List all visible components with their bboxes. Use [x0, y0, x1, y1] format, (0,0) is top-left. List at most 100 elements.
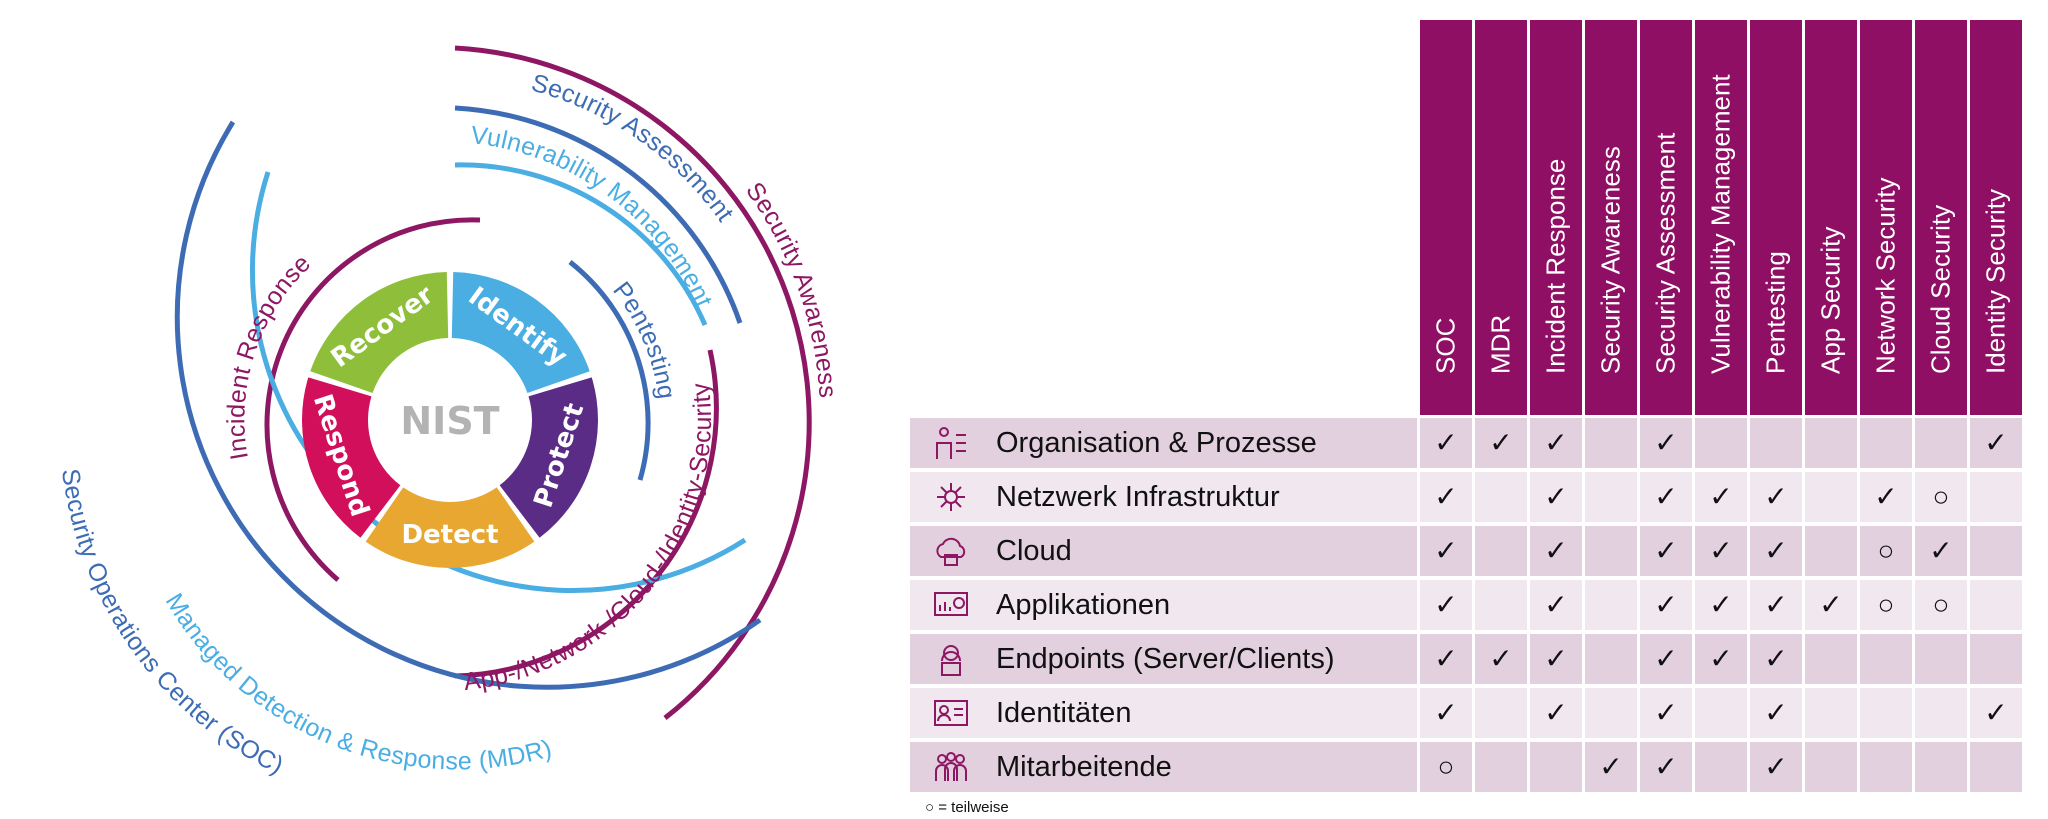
matrix-cell — [1695, 526, 1747, 576]
row-label: Netzwerk Infrastruktur — [996, 481, 1280, 513]
row-label: Identitäten — [996, 697, 1132, 729]
matrix-cell — [1695, 742, 1747, 792]
check-mark: ✓ — [1544, 643, 1568, 674]
matrix-cell — [1475, 526, 1527, 576]
check-mark: ✓ — [1544, 589, 1568, 620]
column-header-label: App Security — [1815, 226, 1846, 374]
partial-circle-mark: ○ — [1877, 589, 1895, 620]
matrix-cell — [1420, 742, 1472, 792]
matrix-cell — [1860, 634, 1912, 684]
column-header: SOC — [1420, 20, 1472, 415]
nist-segment-respond — [302, 377, 401, 538]
matrix-cell — [1530, 472, 1582, 522]
matrix-cell — [1860, 472, 1912, 522]
check-mark: ✓ — [1544, 427, 1568, 458]
matrix-legend: ○ = teilweise — [925, 799, 1009, 816]
column-header: Pentesting — [1750, 20, 1802, 415]
matrix-cell — [1640, 580, 1692, 630]
check-mark: ✓ — [1654, 589, 1678, 620]
column-header-label: MDR — [1485, 314, 1516, 374]
matrix-cell — [1475, 472, 1527, 522]
nist-segment-identify — [451, 272, 590, 393]
column-header: Security Awareness — [1585, 20, 1637, 415]
matrix-cell — [1750, 742, 1802, 792]
endpoint-user-icon — [941, 645, 961, 676]
matrix-cell — [1695, 580, 1747, 630]
row-label: Endpoints (Server/Clients) — [996, 643, 1335, 675]
matrix-cell — [1860, 580, 1912, 630]
check-mark: ✓ — [1709, 481, 1733, 512]
check-mark: ✓ — [1929, 535, 1953, 566]
column-header-label: Network Security — [1870, 177, 1901, 375]
matrix-cell — [1970, 634, 2022, 684]
row-label-cell — [910, 634, 1417, 684]
matrix-cell — [1695, 688, 1747, 738]
nist-segment-label-detect: Detect — [401, 520, 498, 550]
matrix-cell — [1750, 526, 1802, 576]
matrix-cell — [1970, 688, 2022, 738]
matrix-cell — [1530, 634, 1582, 684]
matrix-cell — [1420, 688, 1472, 738]
people-icon — [935, 752, 967, 781]
nist-segment-protect — [499, 377, 599, 538]
matrix-cell — [1915, 742, 1967, 792]
check-mark: ✓ — [1489, 643, 1513, 674]
matrix-cell — [1805, 418, 1857, 468]
matrix-cell — [1475, 418, 1527, 468]
matrix-cell — [1585, 526, 1637, 576]
column-header: Vulnerability Management — [1695, 20, 1747, 415]
matrix-cell — [1805, 526, 1857, 576]
matrix-cell — [1915, 688, 1967, 738]
row-label-cell — [910, 688, 1417, 738]
check-mark: ✓ — [1764, 697, 1788, 728]
partial-circle-mark: ○ — [1437, 751, 1455, 782]
column-header-label: Security Awareness — [1595, 146, 1626, 374]
matrix-cell — [1805, 742, 1857, 792]
matrix-cell — [1970, 742, 2022, 792]
column-header-label: Identity Security — [1980, 189, 2011, 374]
check-mark: ✓ — [1874, 481, 1898, 512]
matrix-cell — [1530, 418, 1582, 468]
partial-circle-mark: ○ — [1932, 481, 1950, 512]
nist-segment-detect — [365, 487, 535, 569]
matrix-cell — [1530, 688, 1582, 738]
matrix-cell — [1475, 688, 1527, 738]
cloud-icon — [936, 537, 966, 566]
check-mark: ✓ — [1764, 751, 1788, 782]
matrix-cell — [1640, 742, 1692, 792]
check-mark: ✓ — [1984, 427, 2008, 458]
matrix-cell — [1585, 580, 1637, 630]
table-row: ✓✓✓✓✓✓○Netzwerk Infrastruktur — [910, 472, 2022, 522]
row-label: Cloud — [996, 535, 1072, 567]
row-label-cell — [910, 472, 1417, 522]
matrix-cell — [1750, 634, 1802, 684]
check-mark: ✓ — [1709, 589, 1733, 620]
check-mark: ✓ — [1654, 643, 1678, 674]
table-row: ○✓✓✓Mitarbeitende — [910, 742, 2022, 792]
matrix-cell — [1805, 634, 1857, 684]
matrix-cell — [1420, 418, 1472, 468]
check-mark: ✓ — [1434, 697, 1458, 728]
check-mark: ✓ — [1709, 535, 1733, 566]
matrix-cell — [1750, 472, 1802, 522]
id-card-icon — [934, 700, 968, 726]
matrix-cell — [1915, 472, 1967, 522]
table-row: ✓ ✓ ✓ ✓ ✓ Identitäten — [910, 688, 2022, 738]
check-mark: ✓ — [1984, 697, 2008, 728]
check-mark: ✓ — [1654, 481, 1678, 512]
check-mark: ✓ — [1544, 697, 1568, 728]
matrix-cell — [1420, 580, 1472, 630]
column-header: Identity Security — [1970, 20, 2022, 415]
check-mark: ✓ — [1654, 427, 1678, 458]
matrix-cell — [1860, 418, 1912, 468]
nist-diagram: Incident Response Pentesting App-/Networ… — [56, 45, 841, 780]
column-header: Network Security — [1860, 20, 1912, 415]
matrix-cell — [1640, 634, 1692, 684]
check-mark: ✓ — [1654, 697, 1678, 728]
matrix-cell — [1860, 742, 1912, 792]
matrix-cell — [1585, 742, 1637, 792]
table-row: ✓✓✓✓✓Organisation & Prozesse — [910, 418, 2022, 468]
check-mark: ✓ — [1654, 535, 1678, 566]
table-row: ✓✓✓✓✓✓○○Applikationen — [910, 580, 2022, 630]
